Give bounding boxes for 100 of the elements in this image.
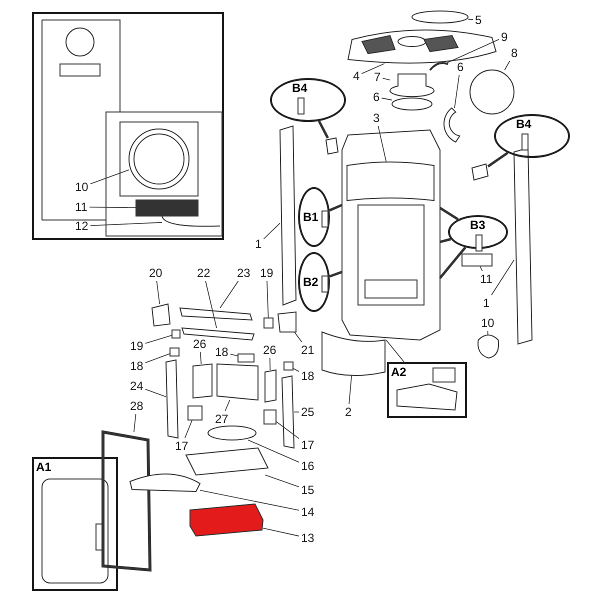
door-gasket <box>103 432 150 570</box>
leader-line <box>230 354 238 356</box>
callout-number: 19 <box>129 339 144 353</box>
bracket <box>264 410 276 424</box>
callout-number: 6 <box>456 60 465 74</box>
callout-number: 18 <box>214 345 230 359</box>
leader-line <box>361 63 385 74</box>
clip <box>284 362 293 370</box>
detail-label: B4 <box>292 81 308 95</box>
side-brick <box>282 376 294 448</box>
exhaust-ring <box>129 129 189 189</box>
callout-number: 3 <box>372 111 381 125</box>
leader-line <box>263 222 280 240</box>
leader-line <box>220 280 239 308</box>
leader-line <box>90 169 130 184</box>
callout-number: 8 <box>510 46 519 60</box>
leader-line <box>292 368 300 372</box>
callout-number: 25 <box>300 405 316 419</box>
detail-label: B1 <box>303 210 318 224</box>
leader-line <box>184 420 193 438</box>
callout-number: 11 <box>74 200 88 214</box>
leader-line <box>224 400 230 412</box>
leader-line <box>262 528 300 536</box>
leader-line <box>269 358 271 370</box>
baffle-plate <box>180 308 252 320</box>
back-brick <box>217 364 258 400</box>
callout-number: 19 <box>259 266 274 280</box>
leader-line <box>329 204 342 212</box>
leader-line <box>248 440 300 463</box>
brick <box>265 370 276 402</box>
callout-number: 28 <box>129 399 144 413</box>
leader-line <box>348 375 352 404</box>
callout-number: 2 <box>344 405 353 419</box>
baffle-plate <box>182 328 254 340</box>
leader-line <box>294 332 302 342</box>
callout-number: 18 <box>129 359 144 373</box>
leader-line <box>468 18 474 20</box>
brick <box>193 364 212 398</box>
callout-number: 15 <box>300 483 316 497</box>
cover-disc <box>412 11 468 23</box>
leader-line <box>446 39 500 64</box>
detail-label: A2 <box>391 365 406 379</box>
callout-number: 18 <box>300 369 316 383</box>
control-module <box>462 254 492 266</box>
flue-collar <box>390 74 434 97</box>
callout-number: 10 <box>480 316 496 330</box>
side-brick <box>166 360 178 438</box>
callout-number: 6 <box>372 90 381 104</box>
bracket <box>152 304 170 326</box>
gasket-ring <box>392 98 432 110</box>
leader-line <box>378 126 387 162</box>
callout-number: 26 <box>262 343 278 357</box>
leader-line <box>144 353 170 364</box>
callout-number: 22 <box>196 266 212 280</box>
clip <box>264 318 273 328</box>
callout-number: 9 <box>500 30 509 44</box>
callout-number: 1 <box>254 237 263 251</box>
detail-bubble <box>298 252 330 312</box>
control-module <box>136 200 198 216</box>
grate-base <box>186 448 268 475</box>
top-plate <box>348 30 496 64</box>
side-panel <box>514 148 532 344</box>
leader-line <box>439 246 466 279</box>
callout-number: 10 <box>74 180 90 194</box>
bracket <box>188 406 202 420</box>
detail-label: A1 <box>36 460 52 474</box>
callout-number: 12 <box>74 219 90 233</box>
cable <box>430 62 448 70</box>
leader-line <box>134 414 136 432</box>
leader-line <box>156 280 160 304</box>
leader-line <box>487 152 508 168</box>
leader-line <box>504 60 510 70</box>
callout-number: 23 <box>236 266 252 280</box>
callout-number: 24 <box>129 379 144 393</box>
front-panel <box>322 332 385 376</box>
ash-lip <box>130 474 200 492</box>
callout-number: 17 <box>174 439 190 453</box>
clip <box>170 348 179 356</box>
gasket-ring <box>444 108 460 142</box>
detail-bubble <box>448 215 508 249</box>
leader-line <box>264 474 300 488</box>
callout-number: 26 <box>192 337 208 351</box>
leader-line <box>318 120 329 139</box>
callout-number: 14 <box>300 505 316 519</box>
bracket <box>278 312 296 332</box>
leader-line <box>382 78 390 80</box>
callout-number: 1 <box>482 296 491 310</box>
callout-number: 5 <box>474 13 483 27</box>
detail-label: B4 <box>516 117 532 131</box>
leader-line <box>89 206 136 208</box>
callout-number: 17 <box>300 438 316 452</box>
bracket <box>472 164 488 180</box>
detail-inset <box>32 457 118 591</box>
bracket <box>326 138 338 154</box>
cover-plate <box>470 70 514 114</box>
callout-number: 20 <box>148 266 164 280</box>
leader-line <box>491 260 514 296</box>
power-cable <box>162 216 220 226</box>
callout-number: 13 <box>300 531 316 545</box>
air-ring <box>478 335 498 358</box>
